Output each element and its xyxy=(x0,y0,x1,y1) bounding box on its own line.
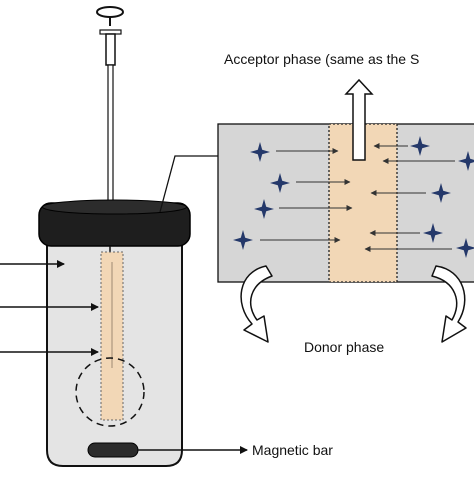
zoom-connector-line xyxy=(159,155,218,213)
syringe-needle xyxy=(107,64,114,206)
magnetic-bar-label: Magnetic bar xyxy=(252,442,333,458)
acceptor-outflow-arrow xyxy=(344,78,374,161)
syringe-plunger-handle xyxy=(96,6,124,18)
stirring-arrows xyxy=(240,265,467,343)
curved-arrow-icon xyxy=(431,265,467,343)
left-pointer-arrows xyxy=(0,260,99,356)
magnetic-stir-bar xyxy=(87,442,139,458)
transfer-arrows-right xyxy=(364,143,455,252)
acceptor-phase-label: Acceptor phase (same as the S xyxy=(224,51,419,67)
transfer-arrows-left xyxy=(260,148,353,243)
donor-phase-label: Donor phase xyxy=(304,339,384,355)
sample-vial xyxy=(38,199,191,467)
vial-cap-rim xyxy=(42,199,187,215)
syringe-barrel xyxy=(105,33,116,66)
magnification-circle xyxy=(75,357,145,427)
syringe xyxy=(96,6,124,206)
enlarged-view-panel xyxy=(217,78,474,343)
curved-arrow-icon xyxy=(240,265,273,343)
